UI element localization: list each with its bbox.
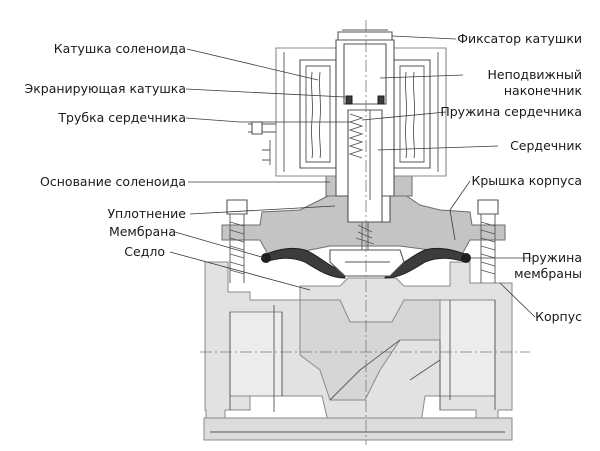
label-fixed-stop-line1: Неподвижный (488, 67, 582, 82)
seal-parts (355, 222, 375, 250)
label-membrane: Мембрана (109, 224, 176, 239)
label-solenoid-base: Основание соленоида (40, 174, 186, 189)
label-core-tube: Трубка сердечника (57, 110, 186, 125)
label-shading-coil: Экранирующая катушка (25, 81, 187, 96)
leader-lines (169, 35, 536, 318)
labels-left: Катушка соленоида Экранирующая катушка Т… (25, 41, 187, 259)
labels-right: Фиксатор катушки Неподвижный наконечник … (440, 31, 582, 324)
valve-body (203, 261, 513, 441)
coil-assembly (248, 47, 447, 177)
label-plunger: Сердечник (510, 138, 582, 153)
core-tube (335, 29, 395, 223)
label-membrane-spring-line2: мембраны (514, 266, 582, 281)
label-membrane-spring-line1: Пружина (522, 250, 582, 265)
label-fixed-stop-line2: наконечник (504, 83, 583, 98)
label-coil-retainer: Фиксатор катушки (457, 31, 582, 46)
label-body: Корпус (535, 309, 582, 324)
membrane (261, 247, 471, 279)
valve-cover (221, 194, 506, 283)
label-coil: Катушка соленоида (54, 41, 186, 56)
label-seal: Уплотнение (107, 206, 186, 221)
label-core-spring: Пружина сердечника (440, 104, 582, 119)
label-body-cover: Крышка корпуса (471, 173, 582, 188)
label-seat: Седло (124, 244, 165, 259)
